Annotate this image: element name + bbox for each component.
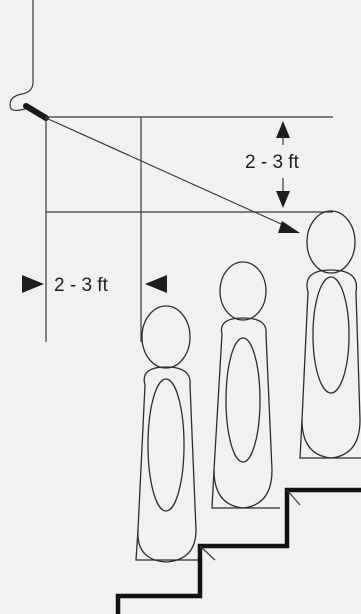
wall-mount-bracket bbox=[9, 0, 34, 112]
vertical-offset-label: 2 - 3 ft bbox=[245, 152, 300, 173]
staircase-icon bbox=[115, 487, 361, 614]
horizontal-offset-label: 2 - 3 ft bbox=[54, 275, 109, 296]
light-beam-arrow bbox=[45, 117, 300, 233]
horizontal-dimension-arrows bbox=[22, 275, 167, 293]
person-outline-icon-left bbox=[135, 305, 200, 563]
vertical-dimension-arrows bbox=[276, 121, 290, 208]
reference-lines bbox=[45, 116, 333, 342]
person-outline-icon-right bbox=[299, 210, 361, 459]
ceiling-mounted-light-icon bbox=[23, 103, 49, 121]
person-outline-icon-middle bbox=[211, 261, 280, 509]
